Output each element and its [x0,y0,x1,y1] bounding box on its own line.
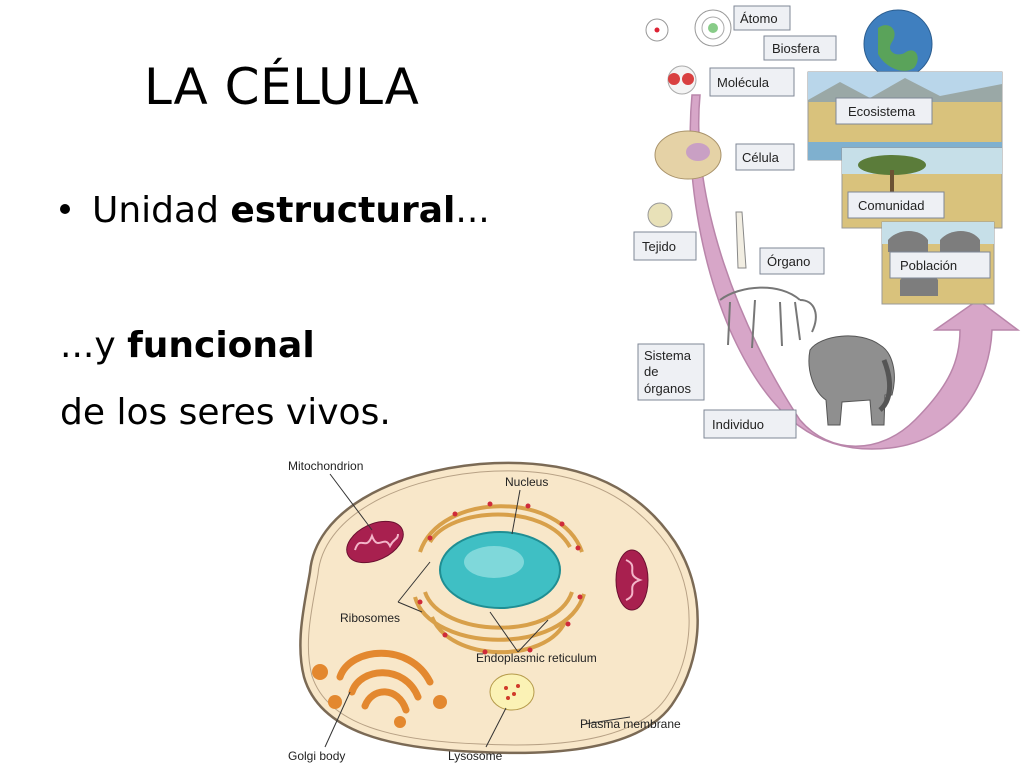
label-comunidad: Comunidad [858,198,925,213]
skeleton-icon [719,286,817,349]
hierarchy-diagram: Átomo Biosfera Molécula Ecosistema Célul… [633,5,1021,450]
living-beings-line: de los seres vivos. [60,392,391,433]
cell-diagram: Mitochondrion Nucleus Ribosomes Endoplas… [288,459,699,763]
atom-icon [645,9,732,47]
endoplasmic-reticulum [413,504,586,655]
molecule-icon [667,65,697,95]
bullet-suffix: ... [455,190,490,231]
tissue-icon [647,202,673,228]
ribosome-dots [417,501,583,655]
label-sistema-2: de [644,364,658,379]
bullet-dot [60,204,70,214]
label-celula: Célula [742,150,780,165]
label-sistema-3: órganos [644,381,691,396]
label-mitochondrion: Mitochondrion [288,459,363,473]
earth-icon [863,9,933,79]
leader-lines [324,473,631,748]
line2-bold-word: funcional [127,325,315,366]
elephant-icon [808,335,895,426]
label-individuo: Individuo [712,417,764,432]
mitochondrion-left [346,520,404,564]
label-tejido: Tejido [642,239,676,254]
label-atomo: Átomo [740,11,778,26]
label-plasma-membrane: Plasma membrane [580,717,681,731]
cell-nucleus-icon [686,143,710,161]
bullet-bold-word: estructural [230,190,456,231]
bullet-structural-unit: Unidad estructural... [60,190,490,231]
label-golgi: Golgi body [288,749,345,763]
line2-prefix: ...y [60,325,128,366]
bullet-prefix: Unidad [92,190,231,231]
slide-title: LA CÉLULA [144,58,420,116]
label-poblacion: Población [900,258,957,273]
label-ecosistema: Ecosistema [848,104,916,119]
mitochondrion-right [615,549,649,611]
golgi-body [336,649,434,714]
label-nucleus: Nucleus [505,475,548,489]
label-ribosomes: Ribosomes [340,611,400,625]
label-biosfera: Biosfera [772,41,820,56]
label-molecula: Molécula [717,75,770,90]
label-lysosome: Lysosome [448,749,503,763]
label-sistema-1: Sistema [644,348,692,363]
functional-line: ...y funcional [60,325,315,366]
label-organo: Órgano [767,254,810,269]
label-er: Endoplasmic reticulum [476,651,597,665]
bone-icon [735,211,747,269]
lysosome [489,673,535,711]
